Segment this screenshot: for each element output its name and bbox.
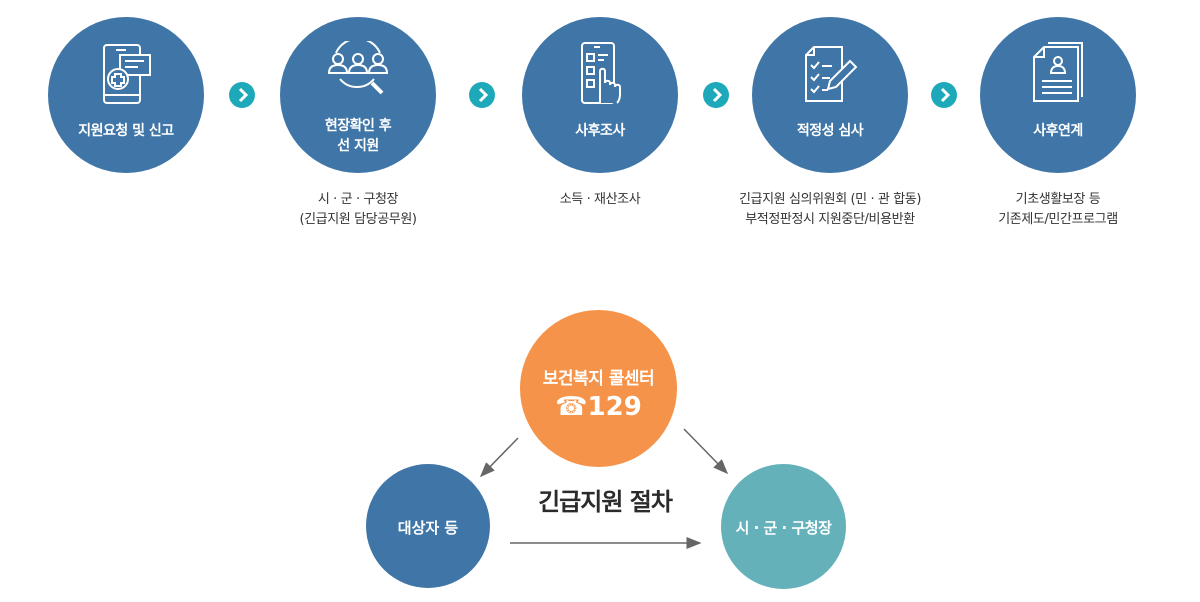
phone-icon: ☎ [555,392,588,422]
phone-checklist-touch-icon [581,42,621,104]
target-label: 대상자 등 [397,519,459,537]
desc-line: 소득 · 재산조사 [559,192,641,207]
step-follow-up-linkage: 사후연계 [980,17,1136,173]
callcenter-number: 129 [587,392,642,422]
desc-line: 시 · 군 · 구청장 [317,192,399,207]
people-search-icon [328,41,388,95]
desc-line: 기존제도/민간프로그램 [998,212,1118,227]
desc-line: (긴급지원 담당공무원) [299,212,417,227]
step-label: 지원요청 및 신고 [78,123,174,139]
step-onsite-check: 현장확인 후 선 지원 [280,17,436,173]
callcenter-name: 보건복지 콜센터 [542,369,655,389]
step-follow-up-survey: 사후조사 [522,17,678,173]
step-description: 기초생활보장 등 기존제도/민간프로그램 [928,190,1188,230]
chevron-right-icon [469,82,495,108]
step-support-request: 지원요청 및 신고 [48,17,204,173]
arrow-callcenter-to-target [479,437,519,478]
desc-line: 긴급지원 심의위원회 (민 · 관 합동) [738,192,922,207]
phone-chat-medical-icon [103,44,151,104]
step-adequacy-review: 적정성 심사 [752,17,908,173]
target-circle: 대상자 등 [366,464,490,588]
step-label: 사후연계 [1033,123,1083,139]
step-label: 현장확인 후 선 지원 [280,116,436,156]
callcenter-circle: 보건복지 콜센터 ☎129 [520,310,677,467]
chevron-right-icon [229,82,255,108]
step-label: 적정성 심사 [796,123,864,139]
desc-line: 기초생활보장 등 [1015,192,1101,207]
localgov-label: 시 · 군 · 구청장 [735,519,832,537]
step-label-line: 현장확인 후 [324,118,392,134]
callcenter-number-row: ☎129 [520,391,677,423]
arrow-callcenter-to-localgov [683,428,729,475]
chevron-right-icon [931,82,957,108]
chevron-right-icon [703,82,729,108]
step-description: 소득 · 재산조사 [470,190,730,210]
step-description: 긴급지원 심의위원회 (민 · 관 합동) 부적정판정시 지원중단/비용반환 [700,190,960,230]
localgov-circle: 시 · 군 · 구청장 [721,464,846,589]
step-description: 시 · 군 · 구청장 (긴급지원 담당공무원) [228,190,488,230]
checklist-pencil-icon [805,46,858,102]
desc-line: 부적정판정시 지원중단/비용반환 [745,212,915,227]
step-label: 사후조사 [575,123,625,139]
step-label-line: 선 지원 [337,138,379,154]
profile-document-icon [1033,42,1083,102]
procedure-title: 긴급지원 절차 [538,488,673,516]
